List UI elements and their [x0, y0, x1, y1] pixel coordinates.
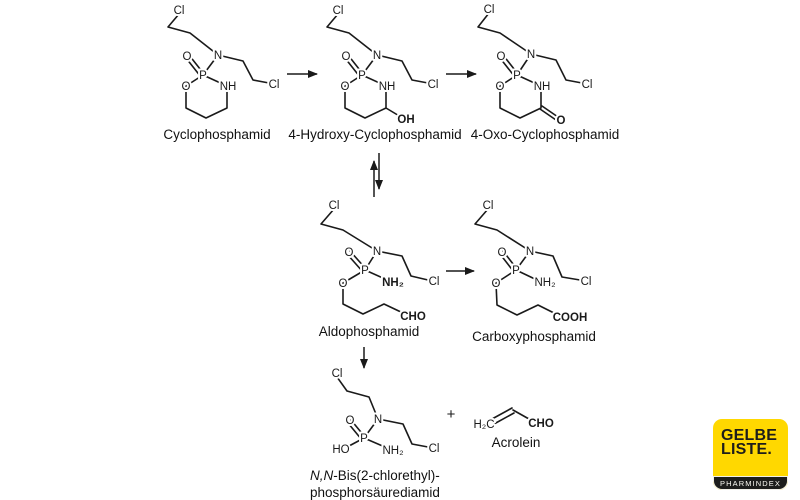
molecule-4-hydroxy-cyclophosphamid: Cl O N P O NH Cl OH 4-Hydroxy-Cyclophosp…: [288, 3, 461, 142]
molecule-label-bis-line1: N,N-Bis(2-chlorethyl)-: [310, 468, 440, 483]
atom-label-n: N: [527, 49, 535, 61]
molecule-acrolein: H₂C CHO Acrolein: [471, 407, 556, 450]
atom-label-o: O: [183, 51, 192, 63]
atom-label-o: O: [498, 247, 507, 259]
molecule-cyclophosphamid: Cl O N P O NH Cl Cyclophosphamid: [163, 3, 281, 142]
atom-label-h2c: H₂C: [473, 419, 494, 431]
equilibrium-arrow: [370, 153, 383, 197]
atom-label-ho: HO: [332, 444, 349, 456]
molecule-4-oxo-cyclophosphamid: Cl O N P O NH Cl O 4-Oxo-Cyclophosphamid: [471, 2, 620, 142]
atom-label-p: P: [199, 70, 207, 82]
atom-label-cl: Cl: [269, 79, 280, 91]
atom-label-nh: NH: [220, 81, 237, 93]
molecule-bis-chlorethyl-phosphorsaeurediamid: Cl O N P HO NH₂ Cl N,N-Bis(2-chlorethyl)…: [310, 366, 441, 500]
logo-subtitle: PHARMINDEX: [719, 478, 781, 488]
bonds: [167, 13, 270, 119]
atom-label-cl: Cl: [582, 79, 593, 91]
atom-label-o: O: [497, 51, 506, 63]
molecule-label-aldophosphamid: Aldophosphamid: [319, 324, 420, 339]
bonds: [320, 208, 429, 315]
atom-label-p: P: [512, 265, 520, 277]
atom-label-nh2: NH₂: [382, 445, 403, 457]
label-rest: -Bis(2-chlorethyl)-: [333, 468, 440, 483]
atom-label-o: O: [496, 81, 505, 93]
atom-label-cho: CHO: [400, 311, 426, 323]
molecule-label-acrolein: Acrolein: [492, 435, 541, 450]
atom-label-keto-o: O: [557, 115, 566, 127]
molecule-carboxyphosphamid: Cl O N P NH₂ O COOH Cl Carboxyphosphamid: [472, 198, 596, 344]
atom-label-nh2: NH₂: [534, 277, 555, 289]
molecule-label-4-oxo-cyclophosphamid: 4-Oxo-Cyclophosphamid: [471, 127, 620, 142]
atom-label-p: P: [361, 265, 369, 277]
atom-label-cl: Cl: [174, 5, 185, 17]
bonds: [336, 376, 429, 448]
atom-label-nh: NH: [379, 81, 396, 93]
atom-label-cl: Cl: [333, 5, 344, 17]
molecule-label-carboxyphosphamid: Carboxyphosphamid: [472, 329, 596, 344]
atom-label-cl: Cl: [429, 443, 440, 455]
plus-sign: +: [447, 406, 456, 423]
logo-wordmark: GELBE LISTE.: [713, 419, 788, 458]
atom-label-p: P: [360, 433, 368, 445]
atom-label-o: O: [342, 51, 351, 63]
atom-label-o: O: [182, 81, 191, 93]
atom-label-n: N: [526, 246, 534, 258]
atom-label-cl: Cl: [332, 368, 343, 380]
molecule-label-4-hydroxy-cyclophosphamid: 4-Hydroxy-Cyclophosphamid: [288, 127, 461, 142]
logo-wordmark-line2: LISTE.: [721, 441, 772, 458]
atom-label-cho: CHO: [528, 418, 554, 430]
atom-label-cl: Cl: [581, 276, 592, 288]
atom-label-nh: NH: [534, 81, 551, 93]
atom-label-o: O: [339, 278, 348, 290]
atom-label-cooh: COOH: [553, 312, 588, 324]
atom-label-cl: Cl: [429, 276, 440, 288]
bonds: [477, 12, 583, 121]
logo-subtitle-bar: PHARMINDEX: [713, 476, 788, 490]
atom-label-n: N: [373, 246, 381, 258]
atom-label-n: N: [373, 50, 381, 62]
molecule-label-cyclophosphamid: Cyclophosphamid: [163, 127, 270, 142]
atom-label-cl: Cl: [483, 200, 494, 212]
gelbe-liste-logo[interactable]: GELBE LISTE. PHARMINDEX: [713, 419, 788, 490]
atom-label-o: O: [345, 247, 354, 259]
atom-label-cl: Cl: [329, 200, 340, 212]
bonds: [474, 208, 581, 316]
atom-label-o: O: [346, 415, 355, 427]
atom-label-oh: OH: [397, 114, 414, 126]
atom-label-nh2: NH₂: [382, 277, 404, 289]
molecule-label-bis-line2: phosphorsäurediamid: [310, 485, 440, 500]
atom-label-p: P: [513, 70, 521, 82]
molecule-aldophosphamid: Cl O N P NH₂ O CHO Cl Aldophosphamid: [319, 198, 442, 339]
label-italic-prefix: N,N: [310, 468, 334, 483]
atom-label-o: O: [492, 278, 501, 290]
atom-label-cl: Cl: [484, 4, 495, 16]
atom-label-p: P: [358, 70, 366, 82]
atom-label-o: O: [341, 81, 350, 93]
atom-label-cl: Cl: [428, 79, 439, 91]
bonds: [491, 407, 530, 425]
logo-wordmark-line1: GELBE: [721, 427, 778, 444]
atom-label-n: N: [374, 414, 382, 426]
atom-label-n: N: [214, 50, 222, 62]
bonds: [326, 13, 429, 119]
